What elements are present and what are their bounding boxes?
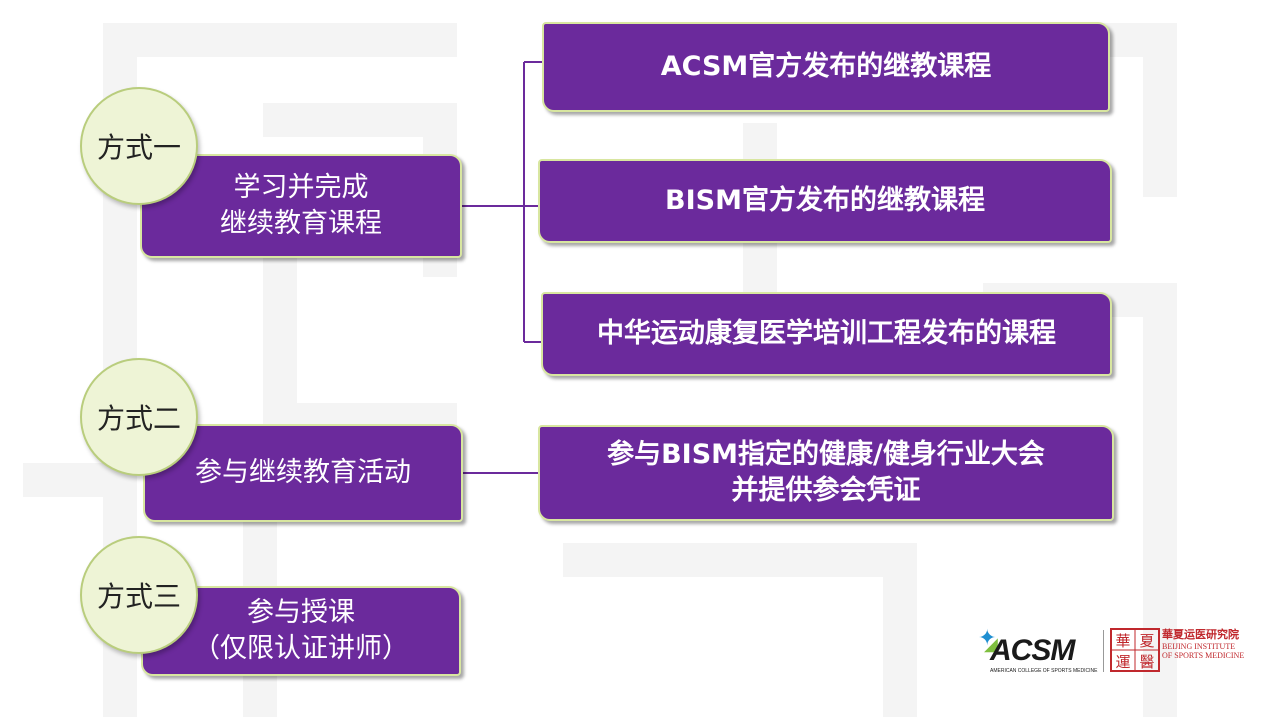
- acsm-figure-accent-icon: ◢: [984, 634, 998, 655]
- bism-logo-text: 華夏运医研究院 BEIJING INSTITUTE OF SPORTS MEDI…: [1162, 628, 1258, 676]
- acsm-figure-icon: ✦: [978, 626, 997, 651]
- bism-name-en-1: BEIJING INSTITUTE: [1162, 642, 1236, 651]
- logo-divider: [1103, 630, 1104, 672]
- acsm-logo: ✦ ◢ ACSM AMERICAN COLLEGE OF SPORTS MEDI…: [976, 626, 1098, 676]
- bism-name-cn: 華夏运医研究院: [1162, 628, 1239, 641]
- option-cnsr-label: 中华运动康复医学培训工程发布的课程: [597, 318, 1056, 349]
- method1-badge: 方式一: [80, 87, 198, 205]
- method1-line-1: 学习并完成: [233, 172, 369, 203]
- svg-text:運: 運: [1115, 653, 1130, 671]
- logo-area: ✦ ◢ ACSM AMERICAN COLLEGE OF SPORTS MEDI…: [976, 624, 1256, 680]
- method3-line-1: 参与授课: [247, 597, 355, 628]
- method1-box: 学习并完成 继续教育课程: [140, 154, 462, 258]
- bism-name-en-2: OF SPORTS MEDICINE: [1162, 651, 1245, 660]
- svg-text:夏: 夏: [1139, 632, 1154, 650]
- bism-seal-icon: 華 夏 運 醫: [1110, 628, 1160, 672]
- method2-box: 参与继续教育活动: [143, 424, 463, 522]
- option-acsm-label: ACSM官方发布的继教课程: [660, 51, 992, 82]
- acsm-wordmark: ACSM: [990, 634, 1075, 667]
- option-bism-label: BISM官方发布的继教课程: [665, 185, 985, 216]
- option-acsm-box: ACSM官方发布的继教课程: [542, 22, 1110, 112]
- method3-line-2: （仅限认证讲师）: [193, 633, 409, 664]
- method3-badge-label: 方式三: [96, 580, 181, 613]
- option-conference-line-2: 并提供参会凭证: [731, 475, 921, 506]
- option-conference-box: 参与BISM指定的健康/健身行业大会 并提供参会凭证: [538, 425, 1114, 521]
- method3-badge: 方式三: [80, 536, 198, 654]
- svg-text:醫: 醫: [1139, 653, 1154, 671]
- method2-badge: 方式二: [80, 358, 198, 476]
- option-cnsr-box: 中华运动康复医学培训工程发布的课程: [541, 292, 1112, 376]
- method1-line-2: 继续教育课程: [220, 208, 382, 239]
- option-bism-box: BISM官方发布的继教课程: [538, 159, 1112, 243]
- method2-line-1: 参与继续教育活动: [195, 457, 411, 488]
- method2-badge-label: 方式二: [96, 402, 181, 435]
- option-conference-line-1: 参与BISM指定的健康/健身行业大会: [607, 439, 1045, 470]
- svg-text:華: 華: [1115, 632, 1130, 650]
- acsm-subtitle: AMERICAN COLLEGE OF SPORTS MEDICINE: [990, 668, 1098, 674]
- method1-badge-label: 方式一: [96, 131, 181, 164]
